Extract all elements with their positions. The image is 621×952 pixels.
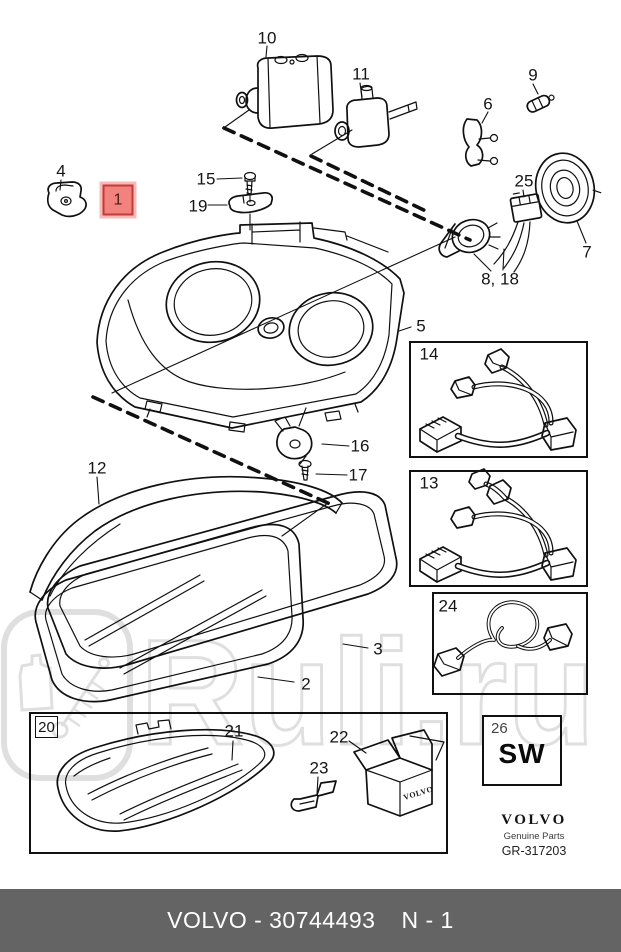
- brand-reference: GR-317203: [501, 844, 567, 858]
- callout-22[interactable]: 22: [329, 727, 349, 747]
- callout-2[interactable]: 2: [301, 674, 311, 694]
- footer-page-number: N - 1: [401, 907, 454, 933]
- inset-box-14: [409, 341, 588, 458]
- callout-17[interactable]: 17: [348, 465, 368, 485]
- callout-16[interactable]: 16: [350, 436, 370, 456]
- brand-block: VOLVO Genuine Parts GR-317203: [472, 812, 596, 858]
- inset-box-13: [409, 470, 588, 587]
- plate-19-art: [228, 192, 274, 214]
- harness-13-art: [419, 468, 577, 583]
- callout-21[interactable]: 21: [224, 721, 244, 741]
- bracket-6-art: [462, 118, 499, 167]
- callout-14[interactable]: 14: [419, 344, 439, 364]
- cable-24-art: [433, 600, 573, 677]
- callout-13[interactable]: 13: [419, 473, 439, 493]
- footer-catalog-number: VOLVO - 30744493: [167, 907, 376, 933]
- callout-26[interactable]: 26: [491, 720, 508, 737]
- inset-box-20: [29, 712, 448, 854]
- bulb-8-18-art: [438, 218, 501, 258]
- callout-12[interactable]: 12: [87, 458, 107, 478]
- trim-strip-12-art: [29, 475, 343, 601]
- callout-25[interactable]: 25: [514, 171, 534, 191]
- callout-1-highlighted[interactable]: 1: [102, 184, 134, 216]
- inset-box-26: 26 SW: [482, 715, 562, 786]
- callout-24[interactable]: 24: [438, 596, 458, 616]
- harness-14-art: [419, 348, 577, 453]
- callout-6[interactable]: 6: [483, 94, 493, 114]
- housing-5-art: [96, 221, 405, 433]
- callout-20: 20: [38, 718, 55, 736]
- callout-8-18[interactable]: 8, 18: [481, 269, 519, 289]
- bulb-9-art: [526, 94, 555, 113]
- footer-bar: VOLVO - 30744493 N - 1: [0, 889, 621, 952]
- callout-5[interactable]: 5: [416, 316, 426, 336]
- bracket-16-art: [274, 416, 313, 465]
- callout-20-frame[interactable]: 20: [35, 716, 58, 738]
- valve-11-art: [334, 84, 418, 148]
- callout-4[interactable]: 4: [56, 161, 66, 181]
- sw-code: SW: [498, 738, 546, 769]
- screw-17-art: [298, 459, 312, 481]
- callout-15[interactable]: 15: [196, 169, 216, 189]
- inset-box-24: [432, 592, 588, 695]
- clip-4-art: [46, 181, 87, 218]
- callout-7[interactable]: 7: [582, 242, 592, 262]
- callout-19[interactable]: 19: [188, 196, 208, 216]
- bracket-23-art: [290, 780, 337, 812]
- screw-15-art: [243, 171, 257, 196]
- callout-9[interactable]: 9: [528, 65, 538, 85]
- callout-11[interactable]: 11: [352, 64, 370, 84]
- callout-3[interactable]: 3: [373, 639, 383, 659]
- callout-23[interactable]: 23: [309, 758, 329, 778]
- lens-2-art: [34, 523, 304, 703]
- dashed-guides: [91, 126, 472, 506]
- leveling-motor-10-art: [235, 53, 334, 129]
- connector-25-art: [493, 192, 543, 273]
- brand-subtitle: Genuine Parts: [503, 831, 565, 842]
- callout-10[interactable]: 10: [257, 28, 277, 48]
- brand-name: VOLVO: [501, 812, 567, 828]
